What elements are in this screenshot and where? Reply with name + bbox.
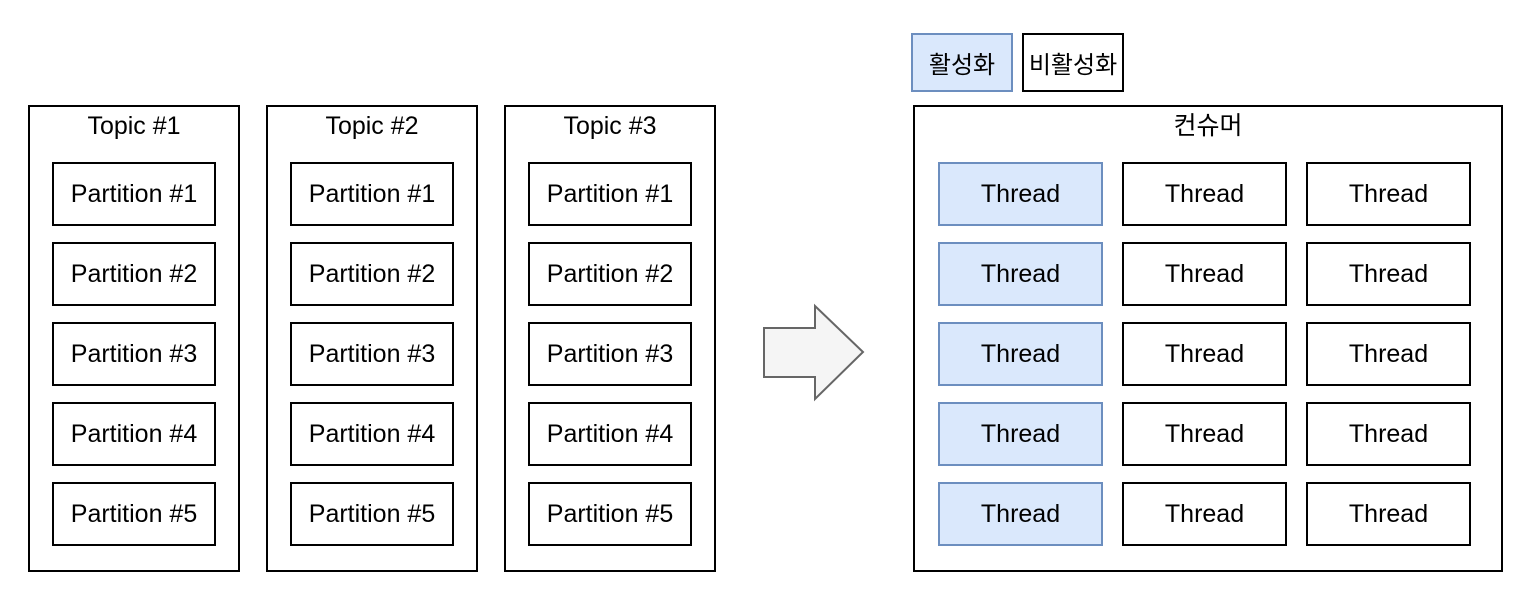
thread-box: Thread <box>1122 162 1287 226</box>
thread-grid: Thread Thread Thread Thread Thread Threa… <box>938 162 1501 546</box>
partition-box: Partition #5 <box>528 482 692 546</box>
thread-box: Thread <box>1306 482 1471 546</box>
partition-box: Partition #1 <box>290 162 454 226</box>
partition-box: Partition #4 <box>528 402 692 466</box>
partition-box: Partition #2 <box>528 242 692 306</box>
thread-box-active: Thread <box>938 482 1103 546</box>
legend-active: 활성화 <box>911 33 1013 92</box>
partition-box: Partition #3 <box>528 322 692 386</box>
consumer-box: 컨슈머 Thread Thread Thread Thread Thread T… <box>913 105 1503 572</box>
thread-box: Thread <box>1122 402 1287 466</box>
partition-box: Partition #4 <box>52 402 216 466</box>
thread-box: Thread <box>1306 162 1471 226</box>
partition-box: Partition #3 <box>52 322 216 386</box>
thread-box-active: Thread <box>938 162 1103 226</box>
topic-title: Topic #1 <box>87 112 181 140</box>
partition-box: Partition #5 <box>290 482 454 546</box>
thread-box: Thread <box>1122 242 1287 306</box>
legend-inactive-label: 비활성화 <box>1028 52 1118 79</box>
partition-box: Partition #2 <box>52 242 216 306</box>
partition-box: Partition #1 <box>528 162 692 226</box>
topic-box-1: Topic #1 Partition #1 Partition #2 Parti… <box>28 105 240 572</box>
topic-box-2: Topic #2 Partition #1 Partition #2 Parti… <box>266 105 478 572</box>
topic-title: Topic #2 <box>325 112 419 140</box>
thread-box: Thread <box>1122 482 1287 546</box>
topic-title: Topic #3 <box>563 112 657 140</box>
thread-box: Thread <box>1122 322 1287 386</box>
legend-active-label: 활성화 <box>928 52 996 79</box>
arrow-right-icon <box>763 303 865 402</box>
partition-box: Partition #1 <box>52 162 216 226</box>
thread-box-active: Thread <box>938 242 1103 306</box>
thread-box-active: Thread <box>938 402 1103 466</box>
thread-box: Thread <box>1306 322 1471 386</box>
thread-box: Thread <box>1306 402 1471 466</box>
partition-box: Partition #4 <box>290 402 454 466</box>
partition-box: Partition #2 <box>290 242 454 306</box>
partition-box: Partition #3 <box>290 322 454 386</box>
thread-box-active: Thread <box>938 322 1103 386</box>
partition-box: Partition #5 <box>52 482 216 546</box>
thread-box: Thread <box>1306 242 1471 306</box>
topic-box-3: Topic #3 Partition #1 Partition #2 Parti… <box>504 105 716 572</box>
legend-inactive: 비활성화 <box>1022 33 1124 92</box>
consumer-title: 컨슈머 <box>1173 112 1243 140</box>
